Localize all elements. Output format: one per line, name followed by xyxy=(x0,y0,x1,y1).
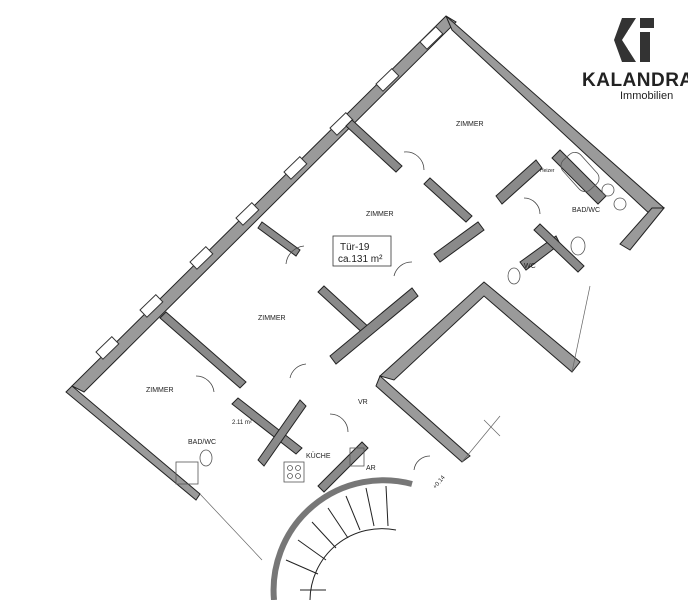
room-label-heizer: Heizer xyxy=(540,168,555,174)
toilet-2 xyxy=(507,267,521,285)
room-label-bad-wc-2: BAD/WC xyxy=(188,439,216,446)
door-swing-7 xyxy=(413,455,431,471)
door-swing-4 xyxy=(195,375,215,393)
brand-name: KALANDRA xyxy=(582,70,688,91)
room-label-zimmer-3: ZIMMER xyxy=(258,315,286,322)
partition-11 xyxy=(257,399,307,467)
door-swing-2 xyxy=(403,151,425,171)
sink-2 xyxy=(601,183,615,197)
wall-west xyxy=(65,385,201,501)
partition-4 xyxy=(423,177,473,223)
wall-east xyxy=(619,207,666,251)
wall-north-west xyxy=(71,15,457,393)
partition-12 xyxy=(317,441,369,493)
room-label-vr: VR xyxy=(358,399,368,406)
partition-8 xyxy=(495,159,543,205)
door-swing-1 xyxy=(285,245,305,265)
unit-area-label: ca.131 m² xyxy=(338,254,383,265)
partition-13 xyxy=(551,149,607,205)
spiral-staircase xyxy=(270,477,413,600)
stair-level-tag: +0.14 xyxy=(432,474,447,490)
door-swing-3 xyxy=(393,261,413,277)
door-swing-5 xyxy=(289,363,307,379)
kalandra-logo-icon xyxy=(614,18,654,62)
small-area-label: 2.11 m² xyxy=(232,420,252,426)
interior-walls xyxy=(159,119,607,493)
room-label-kueche: KÜCHE xyxy=(306,452,331,460)
partition-2 xyxy=(257,221,301,257)
stove xyxy=(283,461,305,483)
room-label-zimmer-4: ZIMMER xyxy=(146,387,174,394)
partition-6 xyxy=(329,287,419,365)
partition-3 xyxy=(345,119,403,173)
bathtub xyxy=(560,152,600,192)
room-label-zimmer-2: ZIMMER xyxy=(366,211,394,218)
room-label-wc: WC xyxy=(524,263,536,270)
exterior-walls xyxy=(65,15,666,501)
partition-1 xyxy=(159,311,247,389)
sink-1 xyxy=(613,197,627,211)
brand-subtitle: Immobilien xyxy=(620,90,674,102)
door-swings xyxy=(195,151,541,471)
room-label-bad-wc-1: BAD/WC xyxy=(572,207,600,214)
partition-14 xyxy=(533,223,585,273)
toilet-3 xyxy=(199,449,213,467)
shower-tray xyxy=(175,461,199,485)
thin-lines xyxy=(199,285,591,561)
door-swing-6 xyxy=(523,197,541,215)
partition-7 xyxy=(433,221,485,263)
fixtures xyxy=(175,152,627,485)
unit-label-box xyxy=(332,235,392,267)
windows-nw xyxy=(95,26,444,360)
door-swing-8 xyxy=(329,413,349,433)
room-label-ar: AR xyxy=(366,465,376,472)
wall-south-court xyxy=(375,375,471,463)
toilet-1 xyxy=(570,236,586,256)
kitchen-sink xyxy=(349,447,365,467)
unit-door-label: Tür-19 xyxy=(340,242,370,253)
room-label-zimmer-1: ZIMMER xyxy=(456,121,484,128)
